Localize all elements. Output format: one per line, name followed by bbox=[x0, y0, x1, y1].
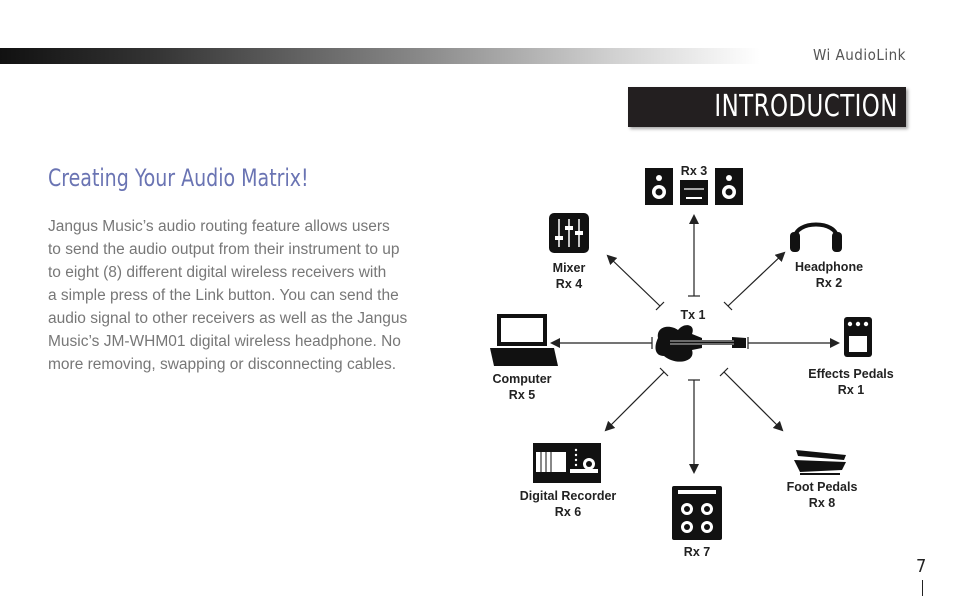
headphone-rx: Rx 2 bbox=[816, 276, 842, 290]
body-line: Jangus Music’s audio routing feature all… bbox=[48, 218, 390, 235]
section-title-box: INTRODUCTION bbox=[628, 87, 906, 127]
content-heading: Creating Your Audio Matrix! bbox=[48, 164, 309, 192]
body-line: a simple press of the Link button. You c… bbox=[48, 287, 399, 304]
foot-pedal-icon bbox=[794, 450, 846, 475]
section-title: INTRODUCTION bbox=[714, 89, 898, 124]
effects-rx: Rx 1 bbox=[838, 383, 864, 397]
arrow-to-foot bbox=[723, 371, 784, 432]
tx1-label: Tx 1 bbox=[680, 308, 705, 322]
laptop-icon bbox=[490, 314, 558, 366]
headphone-name: Headphone bbox=[795, 260, 863, 274]
rx7-label: Rx 7 bbox=[684, 545, 710, 559]
amp-cabinet-icon bbox=[672, 486, 722, 540]
computer-name: Computer bbox=[492, 372, 551, 386]
mixer-icon bbox=[549, 213, 589, 253]
signal-arrows bbox=[550, 214, 840, 474]
body-line: audio signal to other receivers as well … bbox=[48, 310, 408, 327]
effects-name: Effects Pedals bbox=[808, 367, 894, 381]
header-gradient-bar bbox=[0, 48, 760, 64]
page-number: 7 bbox=[916, 556, 927, 577]
arrow-to-headphone bbox=[727, 251, 786, 307]
speakers-icon bbox=[645, 168, 743, 205]
rx3-label: Rx 3 bbox=[681, 164, 707, 178]
body-line: Music’s JM-WHM01 digital wireless headph… bbox=[48, 333, 401, 350]
body-line: to send the audio output from their inst… bbox=[48, 241, 400, 258]
effects-pedal-icon bbox=[844, 317, 872, 357]
guitar-icon bbox=[655, 325, 746, 362]
foot-name: Foot Pedals bbox=[787, 480, 858, 494]
arrow-to-recorder bbox=[604, 371, 665, 432]
mixer-name: Mixer bbox=[553, 261, 586, 275]
body-line: to eight (8) different digital wireless … bbox=[48, 264, 387, 281]
brand-name: Wi AudioLink bbox=[812, 46, 906, 64]
computer-rx: Rx 5 bbox=[509, 388, 535, 402]
body-paragraph: Jangus Music’s audio routing feature all… bbox=[48, 215, 458, 376]
page-number-rule bbox=[922, 580, 923, 596]
recorder-name: Digital Recorder bbox=[520, 489, 617, 503]
arrow-to-mixer bbox=[606, 254, 661, 307]
recorder-rx: Rx 6 bbox=[555, 505, 581, 519]
body-line: more removing, swapping or disconnecting… bbox=[48, 356, 397, 373]
foot-rx: Rx 8 bbox=[809, 496, 835, 510]
digital-recorder-icon bbox=[533, 443, 601, 483]
mixer-rx: Rx 4 bbox=[556, 277, 582, 291]
headphone-icon bbox=[790, 222, 842, 252]
